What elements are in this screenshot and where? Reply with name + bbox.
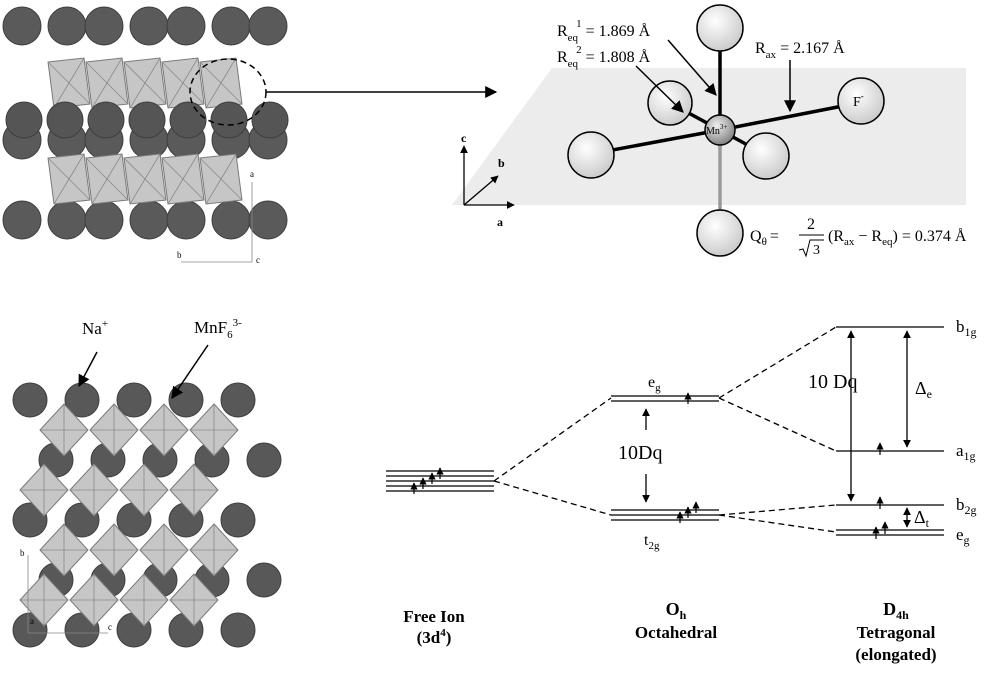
na-sphere — [128, 101, 166, 139]
na-sphere — [220, 502, 256, 538]
crystal-bottom-axis-b: b — [20, 548, 25, 558]
d4h-name: Tetragonal — [857, 623, 936, 642]
na-sphere — [211, 200, 251, 240]
free-ion-title: Free Ion — [403, 607, 465, 626]
crystal-bottom-axis-lines — [27, 555, 108, 634]
svg-text:(Rax − Req) = 0.374 Å: (Rax − Req) = 0.374 Å — [828, 227, 967, 248]
na-sphere — [2, 6, 42, 46]
oh-t2g-label: t2g — [644, 532, 660, 552]
na-sphere — [47, 200, 87, 240]
delta-e-label: Δe — [915, 378, 932, 401]
na-sphere — [210, 101, 248, 139]
na-sphere — [246, 442, 282, 478]
na-sphere — [84, 200, 124, 240]
na-sphere — [246, 562, 282, 598]
na-arrow — [78, 351, 98, 388]
free-ion-config: (3d4) — [417, 627, 452, 647]
free-ion-electrons — [410, 467, 444, 494]
na-sphere — [87, 101, 125, 139]
na-sphere — [248, 200, 288, 240]
na-sphere — [47, 6, 87, 46]
crystal-top-axis-lines — [181, 182, 253, 263]
svg-text:Qθ=: Qθ= — [750, 228, 779, 248]
b2g-label: b2g — [956, 495, 977, 517]
d4h-note: (elongated) — [855, 645, 936, 664]
oh-10dq-label: 10Dq — [618, 442, 662, 464]
oh-name: Octahedral — [635, 623, 717, 642]
axis-c-label: c — [461, 131, 467, 145]
svg-text:2: 2 — [807, 216, 815, 233]
ligand-label: F- — [853, 91, 864, 110]
axis-b-label: b — [498, 156, 505, 170]
d4h-electrons — [872, 442, 889, 539]
b1g-label: b1g — [956, 317, 977, 339]
na-sphere — [12, 612, 48, 648]
crystal-structure-top — [2, 6, 289, 240]
crystal-structure-bottom — [12, 382, 282, 648]
na-sphere — [12, 382, 48, 418]
na-sphere — [116, 382, 152, 418]
mnf6-arrow — [171, 344, 209, 399]
na-sphere — [2, 200, 42, 240]
oh-eg-label: eg — [648, 374, 661, 394]
crystal-top-axis-a: a — [250, 169, 254, 179]
q-theta-equation: Qθ= 2 3 (Rax − Req) = 0.374 Å — [750, 216, 967, 258]
na-sphere — [129, 200, 169, 240]
crystal-bottom-axis-c: c — [108, 622, 112, 632]
r-eq2-label: Req2 = 1.808 Å — [557, 44, 651, 70]
r-eq1-label: Req1 = 1.869 Å — [557, 18, 651, 44]
na-sphere — [84, 6, 124, 46]
d4h-title: D4h — [883, 599, 909, 622]
a1g-label: a1g — [956, 441, 976, 463]
d4h-10dq-label: 10 Dq — [808, 371, 857, 393]
delta-t-label: Δt — [914, 507, 930, 530]
crystal-bottom-axis-a: a — [30, 616, 34, 626]
na-sphere — [46, 101, 84, 139]
na-sphere — [5, 101, 43, 139]
oh-title: Oh — [666, 599, 687, 622]
na-label: Na+ — [82, 318, 108, 338]
eg-d4h-label: eg — [956, 525, 970, 547]
na-sphere — [168, 382, 204, 418]
na-sphere — [251, 101, 289, 139]
d4h-levels — [836, 326, 944, 536]
na-sphere — [166, 200, 206, 240]
oh-electrons — [676, 392, 700, 523]
r-ax-label: Rax = 2.167 Å — [755, 39, 845, 61]
na-sphere — [211, 6, 251, 46]
crystal-top-axis-b: b — [177, 250, 182, 260]
mnf6-label: MnF63- — [194, 317, 242, 341]
na-sphere — [220, 612, 256, 648]
correlation-lines — [493, 326, 837, 533]
na-sphere — [220, 382, 256, 418]
coordinate-axes — [460, 145, 515, 209]
r-eq1-arrow — [667, 39, 717, 96]
na-sphere — [169, 101, 207, 139]
r-eq2-arrow — [635, 65, 684, 113]
mn-label: Mn3+ — [706, 123, 727, 137]
svg-text:3: 3 — [813, 243, 820, 258]
mn-center-ion — [704, 114, 736, 146]
oh-t2g-level — [611, 509, 719, 521]
oh-eg-level — [611, 395, 719, 402]
na-sphere — [129, 6, 169, 46]
na-sphere — [248, 6, 288, 46]
axis-a-label: a — [497, 215, 503, 229]
fluoride-ligands — [567, 4, 885, 257]
na-sphere — [166, 6, 206, 46]
crystal-top-axis-c: c — [256, 255, 260, 265]
na-sphere — [12, 502, 48, 538]
